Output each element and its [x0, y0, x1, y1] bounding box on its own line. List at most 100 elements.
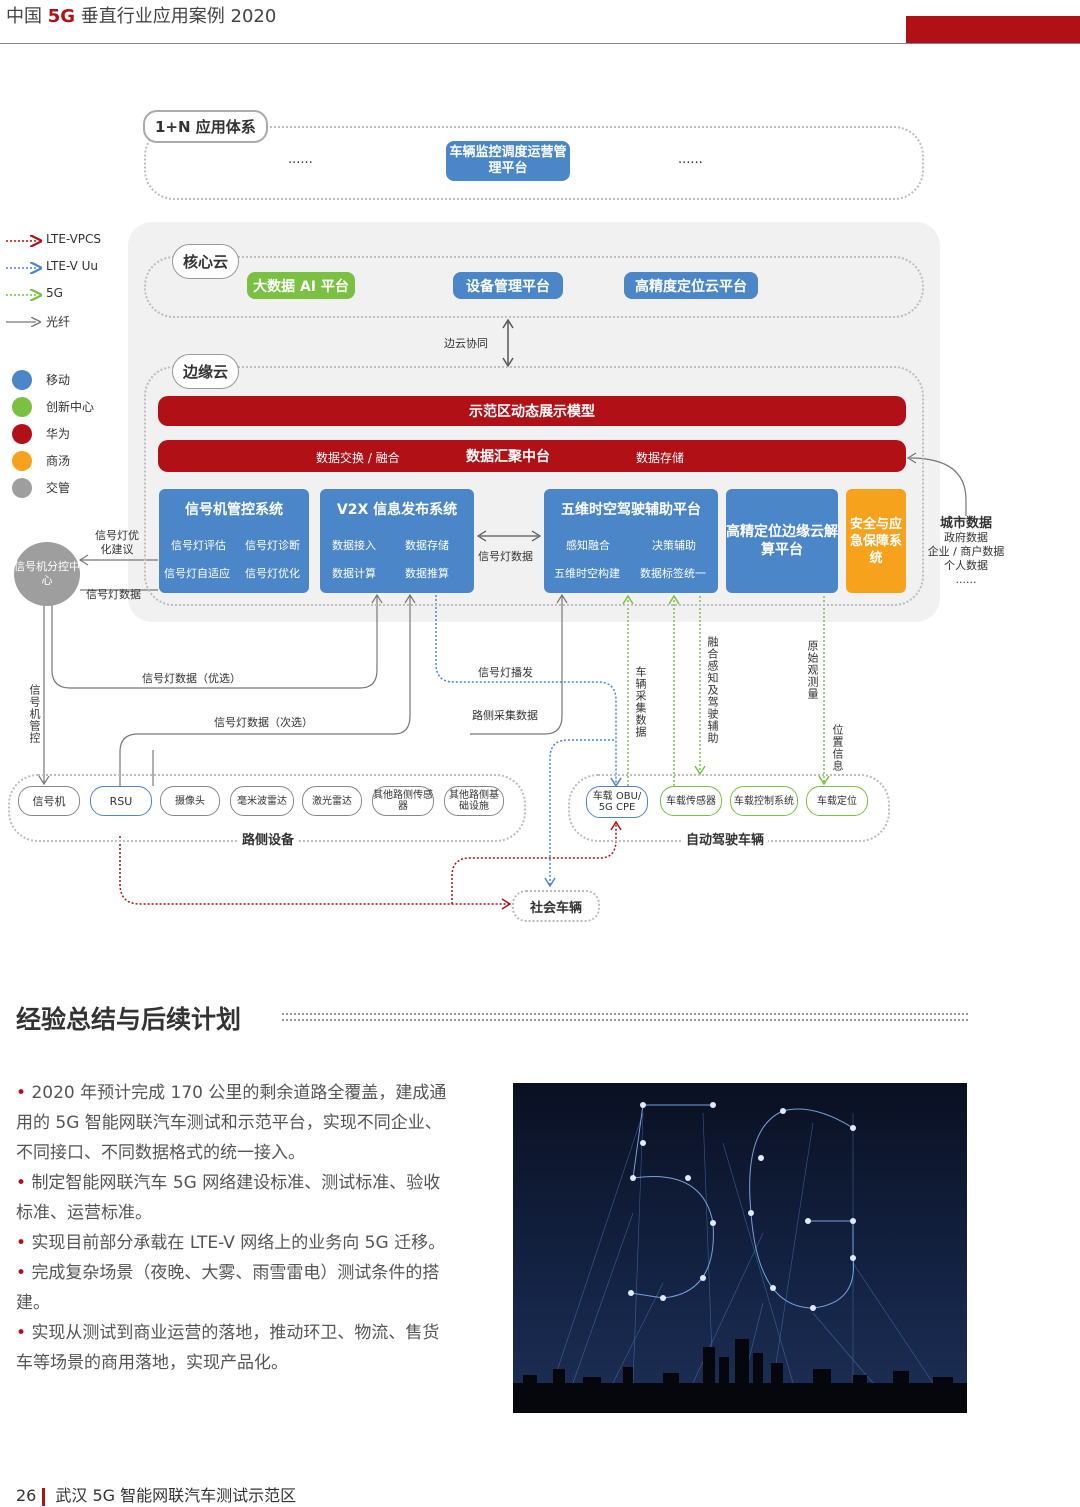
bullet-text: 实现从测试到商业运营的落地，推动环卫、物流、售货车等场景的商用落地，实现产品化。	[16, 1323, 440, 1373]
header-suffix: 垂直行业应用案例 2020	[80, 6, 277, 27]
legend-party-innovation: 创新中心	[46, 400, 95, 414]
device-other-infra: 其他路侧基础设施	[444, 786, 504, 816]
legend-dot-traffic	[12, 478, 32, 498]
header-prefix: 中国	[6, 6, 42, 27]
label-vehicle-collect: 车辆采集数据	[634, 666, 647, 738]
signal-system-title: 信号机管控系统	[185, 502, 283, 518]
device-mgmt-platform: 设备管理平台	[453, 272, 563, 299]
photo-5g-city: 5G	[513, 1083, 967, 1413]
label-advice: 信号灯优化建议	[95, 529, 139, 556]
legend-dot-innovation	[12, 397, 32, 417]
bullet-text: 完成复杂场景（夜晚、大雾、雨雪雷电）测试条件的搭建。	[16, 1263, 440, 1313]
five-dim-item-label: 数据标签统一	[640, 567, 706, 580]
app-ellipsis-left: ......	[288, 152, 313, 167]
vehicle-obu: 车载 OBU/ 5G CPE	[586, 786, 648, 818]
label-signal-preferred: 信号灯数据（优选）	[142, 672, 241, 685]
vehicle-title: 自动驾驶车辆	[682, 829, 769, 848]
signal-sub-center: 信号机分控中心	[14, 542, 80, 606]
social-vehicles: 社会车辆	[512, 890, 600, 922]
signal-item-diagnose: 信号灯诊断	[245, 539, 300, 552]
edge-coop-label: 边云协同	[444, 337, 488, 350]
legend-line-lte-v-uu: LTE-V Uu	[46, 259, 98, 273]
bullet-text: 2020 年预计完成 170 公里的剩余道路全覆盖，建成通用的 5G 智能网联汽…	[16, 1083, 447, 1163]
legend-party-sensetime: 商汤	[46, 454, 71, 468]
legend-party-mobile: 移动	[46, 373, 71, 387]
v2x-item-infer: 数据推算	[405, 567, 449, 580]
diagram-connectors	[6, 0, 967, 910]
bullet-item: • 实现目前部分承载在 LTE-V 网络上的业务向 5G 迁移。	[16, 1233, 446, 1253]
device-lidar: 激光雷达	[302, 786, 362, 816]
header-divider	[0, 43, 1080, 44]
five-dim-item-fusion: 感知融合	[566, 539, 610, 552]
bullet-list: • 2020 年预计完成 170 公里的剩余道路全覆盖，建成通用的 5G 智能网…	[16, 1078, 452, 1378]
device-camera: 摄像头	[160, 786, 220, 816]
bullet-item: • 制定智能网联汽车 5G 网络建设标准、测试标准、验收标准、运营标准。	[16, 1173, 441, 1223]
app-system-frame	[144, 126, 924, 200]
city-data-personal: 个人数据	[944, 559, 988, 572]
bullet-item: • 2020 年预计完成 170 公里的剩余道路全覆盖，建成通用的 5G 智能网…	[16, 1083, 447, 1163]
hp-edge-platform: 高精定位边缘云解算平台	[726, 489, 838, 593]
signal-control-system: 信号机管控系统 信号灯评估 信号灯诊断 信号灯自适应 信号灯优化	[159, 489, 309, 593]
bigdata-ai-platform: 大数据 AI 平台	[247, 272, 355, 299]
bullet-text: 实现目前部分承载在 LTE-V 网络上的业务向 5G 迁移。	[31, 1233, 446, 1253]
five-dim-title: 五维时空驾驶辅助平台	[561, 502, 701, 518]
section-title: 经验总结与后续计划	[16, 1005, 242, 1034]
device-mmwave-radar: 毫米波雷达	[230, 786, 294, 816]
legend-line-fiber: 光纤	[46, 315, 71, 329]
signal-item-adaptive: 信号灯自适应	[164, 567, 230, 580]
vehicle-positioning: 车载定位	[806, 786, 868, 816]
roadside-title: 路侧设备	[238, 829, 299, 848]
core-cloud-frame	[144, 256, 924, 318]
hub-storage: 数据存储	[636, 451, 685, 465]
header-highlight: 5G	[47, 6, 76, 27]
bullet-item: • 实现从测试到商业运营的落地，推动环卫、物流、售货车等场景的商用落地，实现产品…	[16, 1323, 440, 1373]
legend-dot-mobile	[12, 370, 32, 390]
bullet-item: • 完成复杂场景（夜晚、大雾、雨雪雷电）测试条件的搭建。	[16, 1263, 440, 1313]
city-data: 城市数据 政府数据 企业 / 商户数据 个人数据 ......	[922, 517, 1010, 587]
hd-positioning-platform: 高精度定位云平台	[624, 272, 758, 299]
vehicle-sensors: 车载传感器	[660, 786, 722, 816]
app-system-label: 1+N 应用体系	[143, 110, 268, 143]
legend-party-huawei: 华为	[46, 427, 71, 441]
vehicle-monitor-platform: 车辆监控调度运营管理平台	[446, 141, 570, 181]
hub-exchange: 数据交换 / 融合	[316, 451, 400, 465]
page-number: 26	[16, 1486, 37, 1505]
v2x-item-access: 数据接入	[332, 539, 376, 552]
bullet-text: 制定智能网联汽车 5G 网络建设标准、测试标准、验收标准、运营标准。	[16, 1173, 441, 1223]
label-signal-secondary: 信号灯数据（次选）	[214, 716, 313, 729]
city-data-enterprise: 企业 / 商户数据	[927, 545, 1005, 558]
label-signal-data: 信号灯数据	[86, 588, 141, 601]
demo-dynamic-model: 示范区动态展示模型	[158, 396, 906, 426]
v2x-title: V2X 信息发布系统	[336, 502, 458, 518]
device-rsu: RSU	[90, 786, 152, 816]
five-dim-item-decision: 决策辅助	[652, 539, 696, 552]
v2x-system: V2X 信息发布系统 数据接入 数据存储 数据计算 数据推算	[320, 489, 474, 593]
label-roadside-collect: 路侧采集数据	[472, 709, 538, 722]
legend-line-lte-vpcs: LTE-VPCS	[46, 232, 102, 246]
city-data-title: 城市数据	[939, 516, 992, 531]
five-dim-item-build: 五维时空构建	[554, 567, 620, 580]
legend-dot-sensetime	[12, 451, 32, 471]
five-dim-platform: 五维时空驾驶辅助平台 感知融合 决策辅助 五维时空构建 数据标签统一	[544, 489, 718, 593]
hub-center: 数据汇聚中台	[466, 449, 550, 465]
v2x-item-compute: 数据计算	[332, 567, 376, 580]
app-ellipsis-right: ......	[678, 152, 703, 167]
link-signal-data: 信号灯数据	[478, 550, 533, 563]
data-hub-bar	[158, 440, 906, 472]
edge-cloud-frame	[144, 366, 924, 606]
footer-red-bar	[42, 1487, 46, 1506]
device-signal-machine: 信号机	[18, 786, 80, 816]
city-data-more: ......	[955, 573, 977, 586]
v2x-item-storage: 数据存储	[405, 539, 449, 552]
legend-dot-huawei	[12, 424, 32, 444]
page-header: 中国 5G 垂直行业应用案例 2020	[6, 2, 276, 28]
device-other-sensors: 其他路侧传感器	[372, 786, 434, 816]
legend-line-5g: 5G	[46, 286, 63, 300]
vehicle-control: 车载控制系统	[730, 786, 798, 816]
label-broadcast: 信号灯播发	[478, 666, 533, 679]
label-raw-measure: 原始观测量	[806, 640, 819, 700]
label-fusion-assist: 融合感知及驾驶辅助	[706, 636, 719, 744]
label-position-info: 位置信息	[831, 724, 844, 772]
section-divider	[282, 1013, 968, 1021]
